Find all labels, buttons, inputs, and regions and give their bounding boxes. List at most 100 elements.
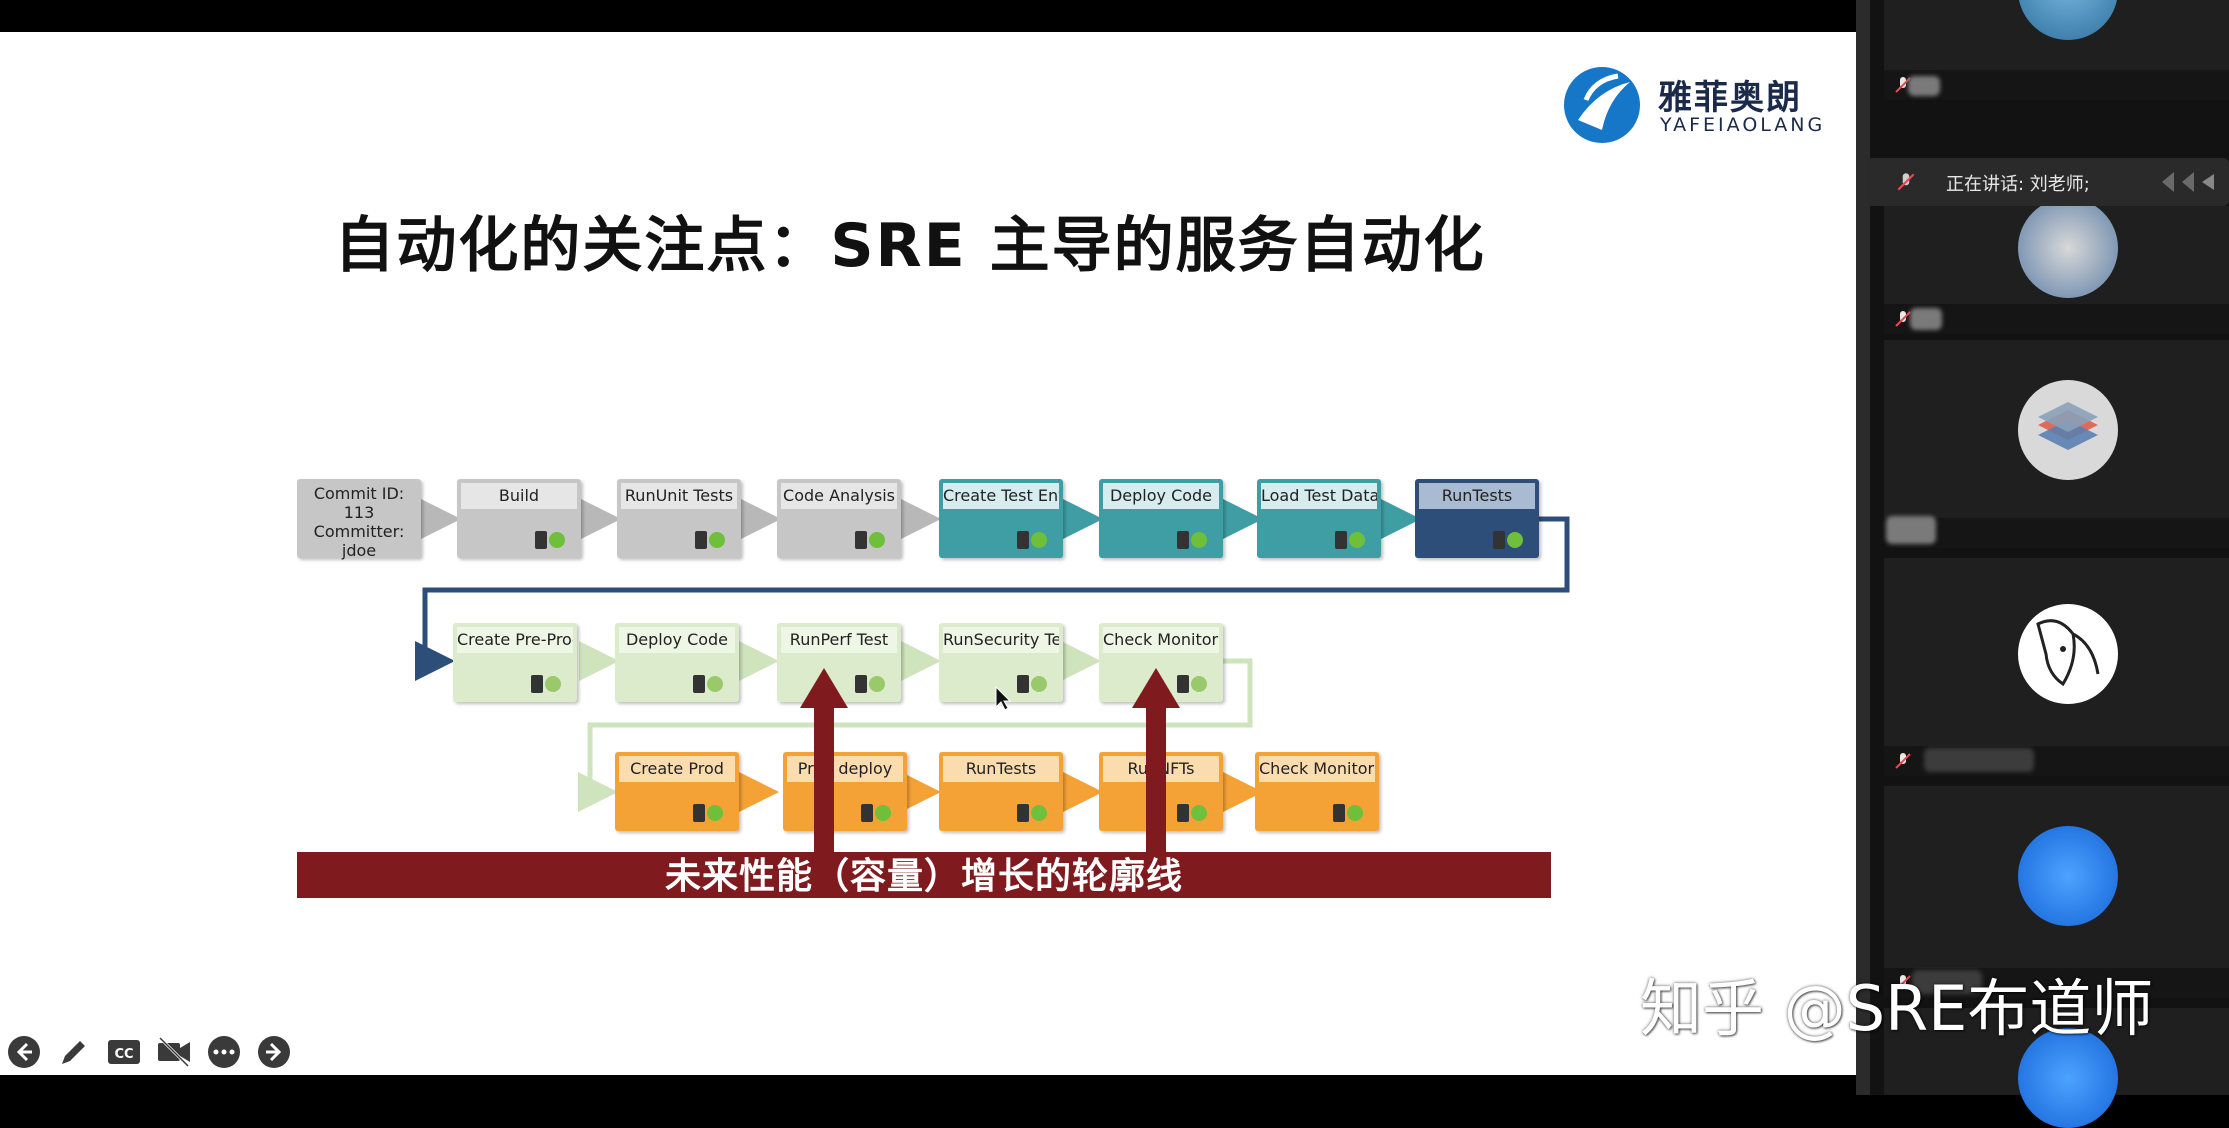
- stage-label: Create Pre-Prod: [457, 627, 573, 653]
- forward-arrow-icon[interactable]: [256, 1034, 292, 1070]
- redacted-name: [1912, 970, 1982, 994]
- stage-create-prod: Create Prod: [615, 752, 739, 831]
- stage-status-icon: [531, 675, 561, 693]
- committer-label: Committer:: [313, 522, 405, 541]
- stage-status-icon: [855, 675, 885, 693]
- stage-status-icon: [855, 531, 885, 549]
- capacity-growth-arrows: [800, 668, 1180, 854]
- capacity-growth-banner: 未来性能（容量）增长的轮廓线: [297, 852, 1551, 898]
- stage-label: RunTests: [943, 756, 1059, 782]
- stage-status-icon: [861, 804, 891, 822]
- avatar: [2018, 0, 2118, 40]
- commit-info-box: Commit ID: 113 Committer: jdoe: [297, 479, 421, 560]
- muted-mic-icon: [1895, 311, 1911, 327]
- stage-run-tests-prod: RunTests: [939, 752, 1063, 831]
- active-speaker-indicator: 正在讲话: 刘老师;: [1866, 158, 2229, 206]
- video-off-icon[interactable]: [156, 1034, 192, 1070]
- redacted-name: [1924, 748, 2034, 772]
- watermark-text: 知乎 @SRE布道师: [1640, 972, 2154, 1045]
- stage-label: Create Test Env: [943, 483, 1059, 509]
- stage-code-analysis: Code Analysis: [777, 479, 901, 558]
- stage-label: Deploy Code: [1103, 483, 1219, 509]
- muted-mic-icon: [1897, 173, 1915, 191]
- stage-status-icon: [1333, 804, 1363, 822]
- growth-arrow-right-head: [1132, 668, 1180, 708]
- stage-label: Code Analysis: [781, 483, 897, 509]
- logo-english-text: YAFEIAOLANG: [1660, 114, 1826, 136]
- sketch-portrait-avatar-icon: [2036, 619, 2100, 687]
- stage-status-icon: [1335, 531, 1365, 549]
- avatar: [2018, 826, 2118, 926]
- stage-status-icon: [1017, 531, 1047, 549]
- more-icon[interactable]: [206, 1034, 242, 1070]
- stage-label: RunTests: [1419, 483, 1535, 509]
- muted-mic-icon: [1895, 975, 1911, 991]
- banner-text: 未来性能（容量）增长的轮廓线: [664, 856, 1183, 897]
- stage-status-icon: [1493, 531, 1523, 549]
- stage-label: Deploy Code: [619, 627, 735, 653]
- stage-label: RunSecurity Test: [943, 627, 1059, 653]
- commit-id-text: Commit ID: 113: [313, 484, 405, 522]
- avatar: [2018, 198, 2118, 298]
- stage-run-unit-tests: RunUnit Tests: [617, 479, 741, 558]
- company-logo: 雅菲奥朗 YAFEIAOLANG: [1558, 60, 1822, 150]
- stage-label: RunPerf Test: [781, 627, 897, 653]
- mouse-cursor-icon: [995, 685, 1012, 711]
- pipeline-connectors: [415, 499, 1570, 812]
- redacted-name: [1910, 308, 1942, 330]
- stage-run-tests: RunTests: [1415, 479, 1539, 558]
- speaking-label: 正在讲话: 刘老师;: [1946, 174, 2090, 195]
- stage-label: Check Monitors: [1103, 627, 1219, 653]
- stage-create-test-env: Create Test Env: [939, 479, 1063, 558]
- participant-tile[interactable]: [1884, 340, 2229, 548]
- stage-status-icon: [693, 804, 723, 822]
- avatar: [2018, 604, 2118, 704]
- stage-label: RunUnit Tests: [621, 483, 737, 509]
- layers-avatar-icon: [2038, 402, 2098, 450]
- stage-create-pre-prod: Create Pre-Prod: [453, 623, 577, 702]
- participant-name-bar: [1884, 70, 2229, 100]
- stage-deploy-code-preprod: Deploy Code: [615, 623, 739, 702]
- logo-mark-icon: [1564, 67, 1640, 143]
- growth-arrow-right-shaft: [1146, 704, 1166, 854]
- back-arrow-icon[interactable]: [6, 1034, 42, 1070]
- stage-label: Check Monitors: [1259, 756, 1375, 782]
- growth-arrow-left-head: [800, 668, 848, 708]
- svg-text:CC: CC: [114, 1047, 133, 1062]
- committer-name: jdoe: [341, 541, 377, 560]
- stage-run-perf-test: RunPerf Test: [777, 623, 901, 702]
- slide-title: 自动化的关注点：SRE 主导的服务自动化: [334, 211, 1486, 281]
- stage-status-icon: [1177, 531, 1207, 549]
- stage-status-icon: [695, 531, 725, 549]
- participant-name-bar: [1884, 518, 2229, 548]
- stage-label: Build: [461, 483, 577, 509]
- closed-caption-icon[interactable]: CC: [106, 1034, 142, 1070]
- stage-label: Create Prod: [619, 756, 735, 782]
- stage-check-monitors-prod: Check Monitors: [1255, 752, 1379, 831]
- muted-mic-icon: [1895, 753, 1911, 769]
- stage-deploy-code: Deploy Code: [1099, 479, 1223, 558]
- participant-tile[interactable]: [1884, 198, 2229, 334]
- stage-status-icon: [1017, 675, 1047, 693]
- stage-run-security-test: RunSecurity Test: [939, 623, 1063, 702]
- logo-chinese-text: 雅菲奥朗: [1658, 78, 1802, 118]
- stage-label: Load Test Data: [1261, 483, 1377, 509]
- muted-mic-icon: [1895, 77, 1911, 93]
- participant-tile[interactable]: [1884, 786, 2229, 998]
- stage-load-test-data: Load Test Data: [1257, 479, 1381, 558]
- participant-tile[interactable]: [1884, 0, 2229, 100]
- expand-icon[interactable]: [2158, 168, 2222, 196]
- redacted-name: [1886, 516, 1936, 544]
- growth-arrow-left-shaft: [814, 704, 834, 854]
- pen-icon[interactable]: [56, 1034, 92, 1070]
- stage-status-icon: [1177, 804, 1207, 822]
- participant-tile[interactable]: [1884, 558, 2229, 776]
- stage-status-icon: [535, 531, 565, 549]
- redacted-name: [1908, 76, 1940, 96]
- presentation-slide: 雅菲奥朗 YAFEIAOLANG 自动化的关注点：SRE 主导的服务自动化: [0, 32, 1856, 1075]
- avatar: [2018, 380, 2118, 480]
- stage-status-icon: [693, 675, 723, 693]
- stage-status-icon: [1017, 804, 1047, 822]
- stage-status-icon: [1177, 675, 1207, 693]
- stage-build: Build: [457, 479, 581, 558]
